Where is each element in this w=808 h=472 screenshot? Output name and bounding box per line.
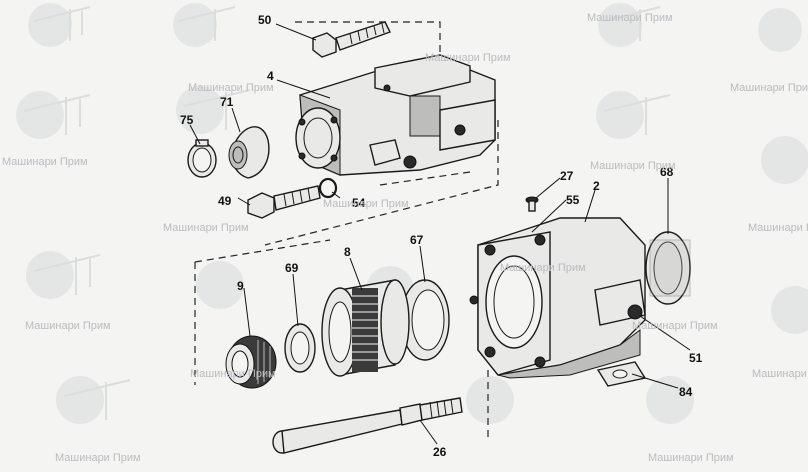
watermark-logo [56, 376, 131, 424]
watermark-text: Машинари Прим [730, 82, 808, 94]
part-84-gasket [596, 361, 647, 387]
part-2-main-housing [469, 217, 646, 379]
leader-lines [189, 23, 691, 445]
watermark-text: Машинари Прим [590, 160, 676, 172]
callout-8: 8 [344, 245, 351, 259]
watermark-text: Машинари Прим [500, 262, 586, 274]
callout-51: 51 [689, 351, 703, 365]
watermark-logo [26, 251, 101, 299]
callout-26: 26 [433, 445, 447, 459]
part-49-bolt [247, 185, 321, 219]
callout-9: 9 [237, 279, 244, 293]
watermark-logo [771, 286, 808, 334]
watermark-text: Машинари Прим [748, 222, 808, 234]
watermark-text: Машинари Прим [163, 222, 249, 234]
watermark-text: Машинари Прим [587, 12, 673, 24]
part-26-shaft [272, 397, 463, 454]
watermark-logo [173, 3, 236, 47]
callout-27: 27 [560, 169, 574, 183]
part-50-bolt [312, 21, 391, 58]
callout-50: 50 [258, 13, 272, 27]
callout-67: 67 [410, 233, 424, 247]
callout-labels: 50 4 71 75 49 54 27 55 2 68 67 8 69 9 51… [180, 13, 703, 459]
part-4-upper-housing [295, 54, 496, 176]
watermark-text: Машинари Прим [648, 452, 734, 464]
part-68-cap-ring [645, 231, 691, 305]
part-54-o-ring [318, 177, 338, 199]
watermark-logo [16, 91, 91, 139]
watermark-text: Машинари Прим [632, 320, 718, 332]
watermark-logo [646, 376, 694, 424]
watermark-text: Машинари Прим [425, 52, 511, 64]
callout-71: 71 [220, 95, 234, 109]
callout-75: 75 [180, 113, 194, 127]
watermark-text: Машинари Прим [2, 156, 88, 168]
part-27-screw [525, 196, 539, 212]
callout-55: 55 [566, 193, 580, 207]
watermark-logo [598, 3, 661, 47]
part-75-clamp-ring [187, 139, 217, 178]
watermark-text: Машинари Прим [55, 452, 141, 464]
part-69-ring [284, 323, 316, 373]
watermark-logos [16, 3, 808, 424]
part-67-seal-ring [400, 279, 450, 361]
watermark-logo [466, 376, 514, 424]
callout-4: 4 [267, 69, 274, 83]
callout-68: 68 [660, 165, 674, 179]
watermark-logo [761, 136, 808, 184]
watermark-text: Машинари Прим [752, 368, 808, 380]
watermark-logo [28, 3, 91, 47]
watermark-logo [758, 8, 802, 52]
callout-69: 69 [285, 261, 299, 275]
part-9-bearing [225, 335, 277, 389]
callout-84: 84 [679, 385, 693, 399]
watermark-text: Машинари Прим [190, 368, 276, 380]
callout-49: 49 [218, 194, 232, 208]
callout-2: 2 [593, 179, 600, 193]
watermark-logo [596, 91, 671, 139]
watermark-logo [196, 261, 244, 309]
watermark-text: Машинари Прим [188, 82, 274, 94]
part-71-seal-cover [228, 126, 270, 179]
part-8-gear-hub [321, 279, 410, 377]
watermark-logo [176, 86, 251, 134]
watermark-text: Машинари Прим [25, 320, 111, 332]
watermark-text: Машинари Прим [323, 198, 409, 210]
callout-54: 54 [352, 196, 366, 210]
gear-teeth [352, 288, 378, 372]
